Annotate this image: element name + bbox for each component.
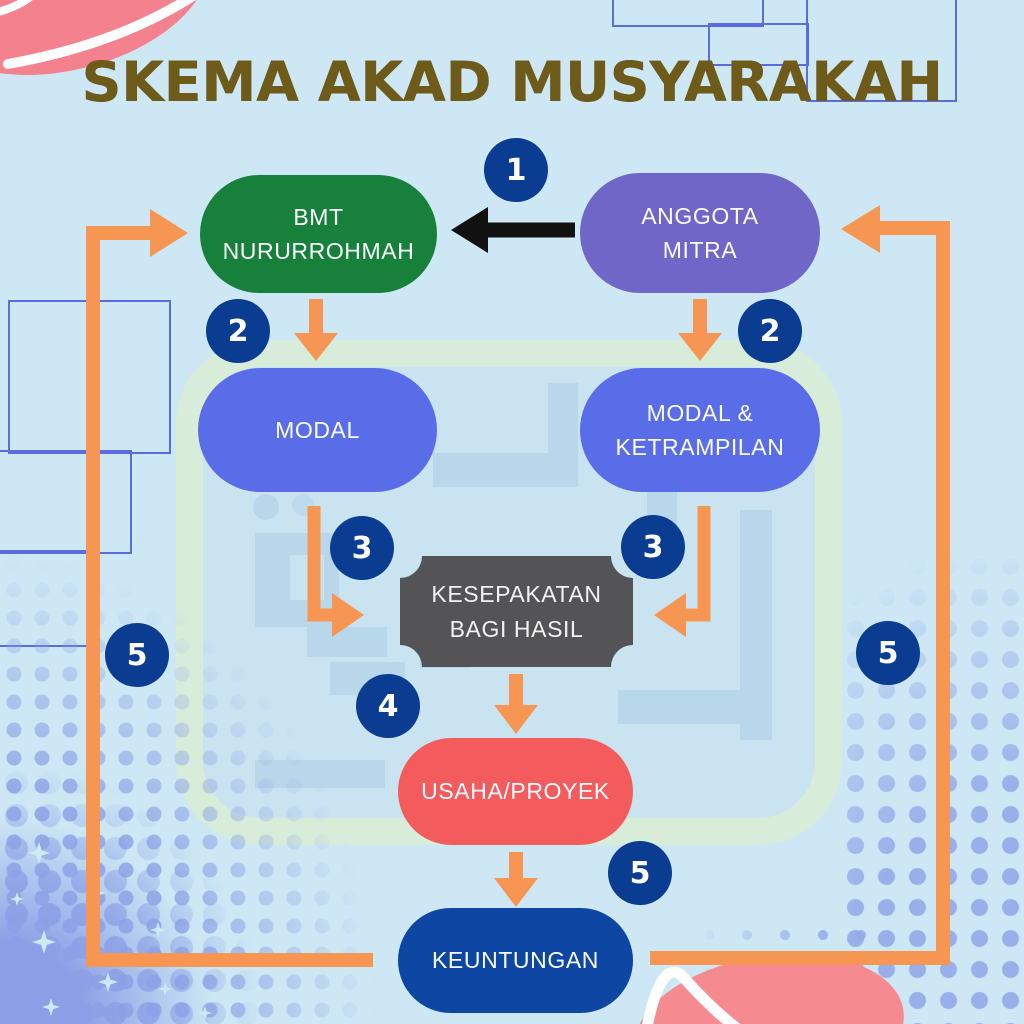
node-kesepakatan-bagi-hasil: KESEPAKATAN BAGI HASIL <box>400 556 633 667</box>
badge-number: 5 <box>126 637 148 673</box>
badge-number: 5 <box>629 855 651 891</box>
wireframe-dot <box>292 494 314 516</box>
wireframe-dot <box>253 494 279 520</box>
badge-step-3-right: 3 <box>621 515 685 579</box>
badge-step-5-right: 5 <box>856 621 920 685</box>
node-label-line: KESEPAKATAN <box>431 581 602 607</box>
badge-step-2-right: 2 <box>738 299 802 363</box>
badge-number: 1 <box>505 152 527 188</box>
arrowhead-left-icon <box>841 205 880 253</box>
arrowhead-down-icon <box>494 878 538 907</box>
badge-number: 4 <box>377 688 399 724</box>
outline-rect-top-right-3 <box>806 0 957 102</box>
node-label-line: KETRAMPILAN <box>615 434 785 460</box>
arrowhead-left-icon <box>451 207 488 253</box>
node-label-line: ANGGOTA <box>641 202 759 229</box>
badge-number: 2 <box>227 313 249 349</box>
outline-rect-left-1 <box>8 300 171 454</box>
node-label-line: BMT <box>293 203 344 230</box>
node-label-line: NURURROHMAH <box>222 238 415 264</box>
node-label-line: KEUNTUNGAN <box>431 947 599 974</box>
outline-rect-top-right-1 <box>612 0 764 27</box>
node-modal-ketrampilan: MODAL & KETRAMPILAN <box>580 368 820 492</box>
badge-number: 3 <box>351 530 373 566</box>
badge-step-3-left: 3 <box>330 516 394 580</box>
node-label-line: USAHA/PROYEK <box>421 778 610 805</box>
badge-number: 3 <box>642 529 664 565</box>
badge-step-5-bottom: 5 <box>608 841 672 905</box>
badge-step-4: 4 <box>356 674 420 738</box>
node-bmt-nururrohmah: BMT NURURROHMAH <box>200 175 437 293</box>
node-keuntungan: KEUNTUNGAN <box>398 908 633 1013</box>
ticket-shape <box>400 556 633 667</box>
arrowhead-right-icon <box>150 209 188 257</box>
arrow-usaha-to-keuntungan <box>494 852 538 907</box>
node-label-line: MODAL <box>275 416 360 443</box>
wireframe-bar <box>433 453 578 487</box>
badge-step-2-left: 2 <box>206 299 270 363</box>
wireframe-bar <box>618 690 740 724</box>
badge-number: 5 <box>877 635 899 671</box>
node-modal: MODAL <box>198 368 437 492</box>
node-usaha-proyek: USAHA/PROYEK <box>398 738 633 845</box>
corner-gradient-bottom-left <box>0 744 300 1024</box>
badge-number: 2 <box>759 313 781 349</box>
badge-step-1: 1 <box>484 138 548 202</box>
page-title: SKEMA AKAD MUSYARAKAH <box>81 50 943 114</box>
wireframe-bar <box>740 510 772 740</box>
badge-step-5-left: 5 <box>105 623 169 687</box>
node-label-line: BAGI HASIL <box>449 615 584 642</box>
arrow-anggota-to-bmt <box>451 207 575 253</box>
node-label-line: MODAL & <box>646 399 754 426</box>
node-label-line: MITRA <box>662 237 738 263</box>
outline-rect-top-right-2 <box>708 23 809 66</box>
node-anggota-mitra: ANGGOTA MITRA <box>580 173 820 293</box>
